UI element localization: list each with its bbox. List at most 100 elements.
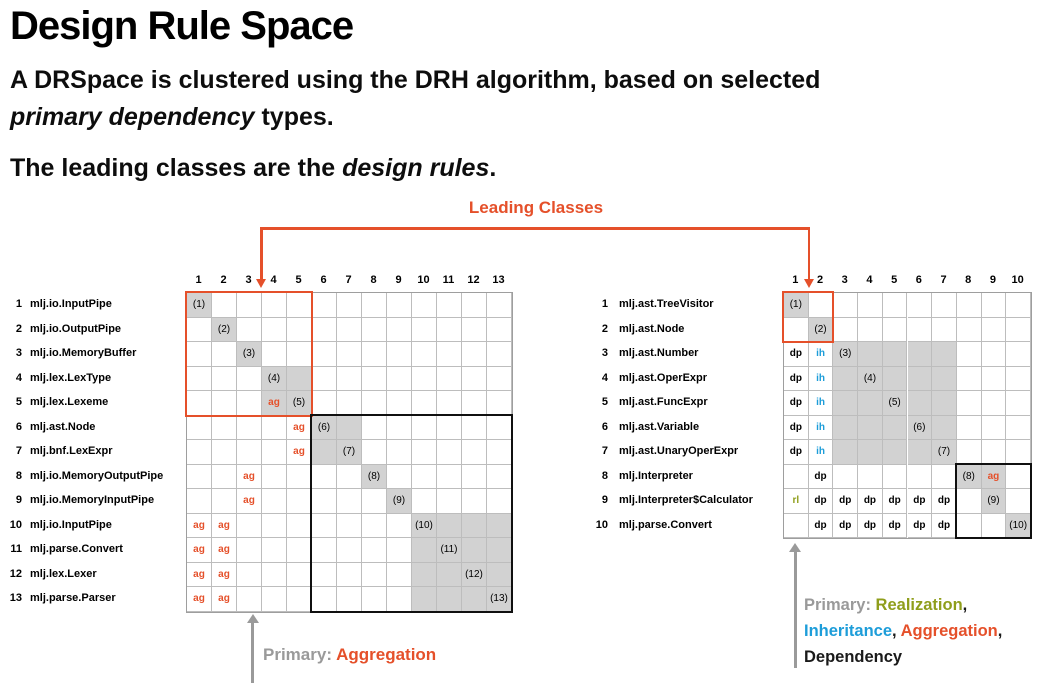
matrix-cell <box>312 440 337 465</box>
matrix-cell <box>412 415 437 440</box>
matrix-row-number: 1 <box>601 298 608 311</box>
leading-classes-bracket-horizontal-line <box>260 227 810 230</box>
matrix-cell <box>833 293 859 318</box>
matrix-cell <box>412 538 437 563</box>
matrix-cell <box>882 464 908 489</box>
caption-text: Realization <box>875 596 963 614</box>
matrix-cell <box>362 562 387 587</box>
matrix-cell <box>337 513 362 538</box>
leading-classes-bracket-left-line <box>260 227 263 280</box>
matrix-cell: dp <box>882 513 908 538</box>
matrix-cell <box>212 293 237 318</box>
matrix-col-header: 8 <box>965 274 972 286</box>
matrix-cell <box>337 342 362 367</box>
matrix-cell: dp <box>932 513 957 538</box>
matrix-cell: (7) <box>932 440 957 465</box>
matrix-cell <box>287 587 312 612</box>
matrix-cell: dp <box>784 391 809 416</box>
matrix-cell: (12) <box>462 562 487 587</box>
matrix-cell <box>412 562 437 587</box>
matrix-cell <box>437 587 462 612</box>
matrix-cell <box>907 464 933 489</box>
matrix-cell <box>858 342 883 367</box>
matrix-cell <box>262 587 287 612</box>
matrix-row-number: 2 <box>15 322 22 335</box>
matrix-cell: ag <box>212 513 237 538</box>
matrix-cell <box>362 415 387 440</box>
matrix-cell <box>487 391 512 416</box>
matrix-col-header: 13 <box>492 274 505 286</box>
matrix-row-label: mlj.io.OutputPipe <box>30 322 122 335</box>
matrix-col-header: 1 <box>195 274 202 286</box>
matrix-cell <box>981 317 1007 342</box>
matrix-row-label: mlj.Interpreter$Calculator <box>619 494 753 507</box>
matrix-cell <box>337 562 362 587</box>
matrix-cell <box>337 489 362 514</box>
matrix-cell <box>387 415 412 440</box>
matrix-cell: ag <box>187 513 212 538</box>
matrix-cell: dp <box>932 489 957 514</box>
matrix-cell <box>981 415 1007 440</box>
matrix-cell <box>956 317 982 342</box>
matrix-col-header: 2 <box>220 274 227 286</box>
matrix-cell <box>462 342 487 367</box>
matrix-cell <box>858 293 883 318</box>
matrix-cell: ag <box>287 440 312 465</box>
matrix-cell <box>337 464 362 489</box>
matrix-cell <box>387 538 412 563</box>
matrix-cell <box>337 538 362 563</box>
matrix-cell <box>462 317 487 342</box>
matrix-cell <box>387 440 412 465</box>
matrix-cell: (13) <box>487 587 512 612</box>
matrix-cell: (8) <box>956 464 982 489</box>
matrix-cell <box>262 317 287 342</box>
left-caption-arrow-line <box>251 623 254 683</box>
caption-text: , <box>962 596 968 614</box>
matrix-cell <box>237 391 262 416</box>
matrix-cell <box>362 317 387 342</box>
matrix-cell <box>487 366 512 391</box>
matrix-cell: (4) <box>858 366 883 391</box>
matrix-cell <box>437 513 462 538</box>
matrix-cell <box>362 293 387 318</box>
matrix-cell <box>462 391 487 416</box>
matrix-cell <box>387 513 412 538</box>
matrix-cell <box>462 464 487 489</box>
matrix-col-header: 9 <box>395 274 402 286</box>
matrix-cell <box>833 440 859 465</box>
matrix-cell <box>337 587 362 612</box>
matrix-cell <box>487 562 512 587</box>
matrix-cell <box>981 440 1007 465</box>
matrix-cell <box>882 342 908 367</box>
matrix-cell <box>337 391 362 416</box>
matrix-cell <box>387 562 412 587</box>
matrix-cell <box>412 342 437 367</box>
matrix-cell <box>981 513 1007 538</box>
matrix-row-label: mlj.parse.Parser <box>30 592 116 605</box>
matrix-cell <box>412 366 437 391</box>
matrix-cell: dp <box>833 489 859 514</box>
matrix-cell: ag <box>237 464 262 489</box>
matrix-cell <box>337 366 362 391</box>
matrix-cell <box>437 391 462 416</box>
matrix-cell <box>262 562 287 587</box>
matrix-cell <box>187 342 212 367</box>
matrix-cell <box>1006 464 1031 489</box>
matrix-row-label: mlj.io.MemoryOutputPipe <box>30 469 164 482</box>
matrix-cell: (5) <box>287 391 312 416</box>
matrix-cell <box>412 464 437 489</box>
matrix-cell: dp <box>784 342 809 367</box>
matrix-cell <box>462 587 487 612</box>
matrix-cell <box>487 317 512 342</box>
matrix-col-header: 3 <box>841 274 848 286</box>
matrix-cell <box>932 366 957 391</box>
matrix-row-number: 3 <box>601 347 608 360</box>
matrix-cell <box>882 415 908 440</box>
matrix-cell <box>287 317 312 342</box>
matrix-cell <box>1006 391 1031 416</box>
matrix-cell <box>212 342 237 367</box>
matrix-cell: (10) <box>412 513 437 538</box>
matrix-cell <box>237 293 262 318</box>
matrix-cell <box>956 391 982 416</box>
